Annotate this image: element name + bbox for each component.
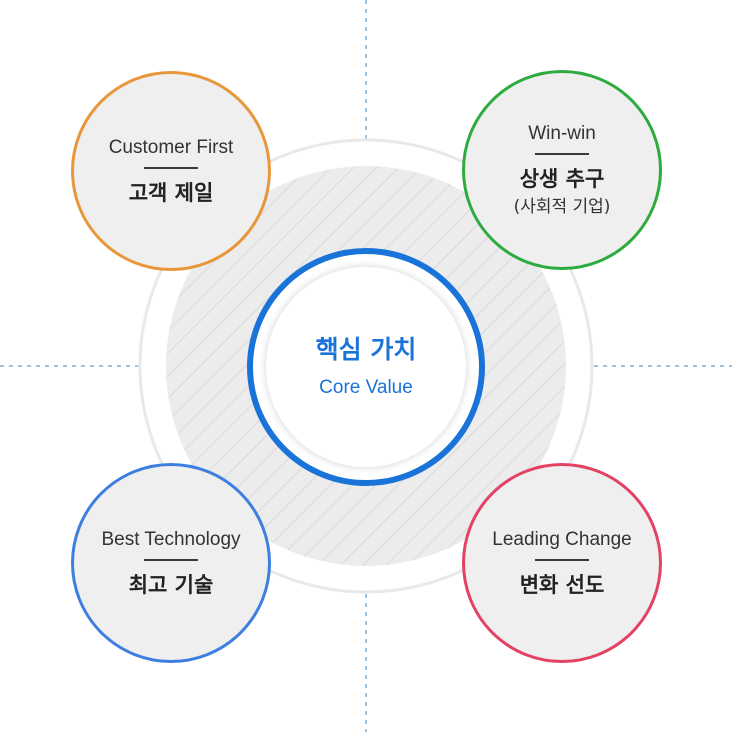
value-sublabel: (사회적 기업) [513, 197, 611, 217]
value-customer-first: Customer First 고객 제일 [71, 71, 271, 271]
value-label-ko: 최고 기술 [128, 573, 214, 597]
core-title-ko: 핵심 가치 [315, 335, 417, 364]
value-label-ko: 고객 제일 [128, 181, 214, 205]
core-value-inner: 핵심 가치 Core Value [266, 267, 466, 467]
value-leading-change: Leading Change 변화 선도 [462, 463, 662, 663]
value-win-win: Win-win 상생 추구 (사회적 기업) [462, 70, 662, 270]
value-label-en: Leading Change [492, 529, 632, 550]
value-divider [144, 559, 198, 561]
value-divider [535, 559, 589, 561]
core-title-en: Core Value [319, 377, 413, 398]
value-label-en: Customer First [108, 137, 234, 158]
value-label-ko: 상생 추구 [519, 167, 605, 191]
value-divider [535, 153, 589, 155]
value-label-en: Best Technology [101, 529, 241, 550]
core-value-circle: 핵심 가치 Core Value [247, 248, 485, 486]
value-label-en: Win-win [528, 123, 596, 144]
value-divider [144, 167, 198, 169]
value-best-technology: Best Technology 최고 기술 [71, 463, 271, 663]
value-label-ko: 변화 선도 [519, 573, 605, 597]
